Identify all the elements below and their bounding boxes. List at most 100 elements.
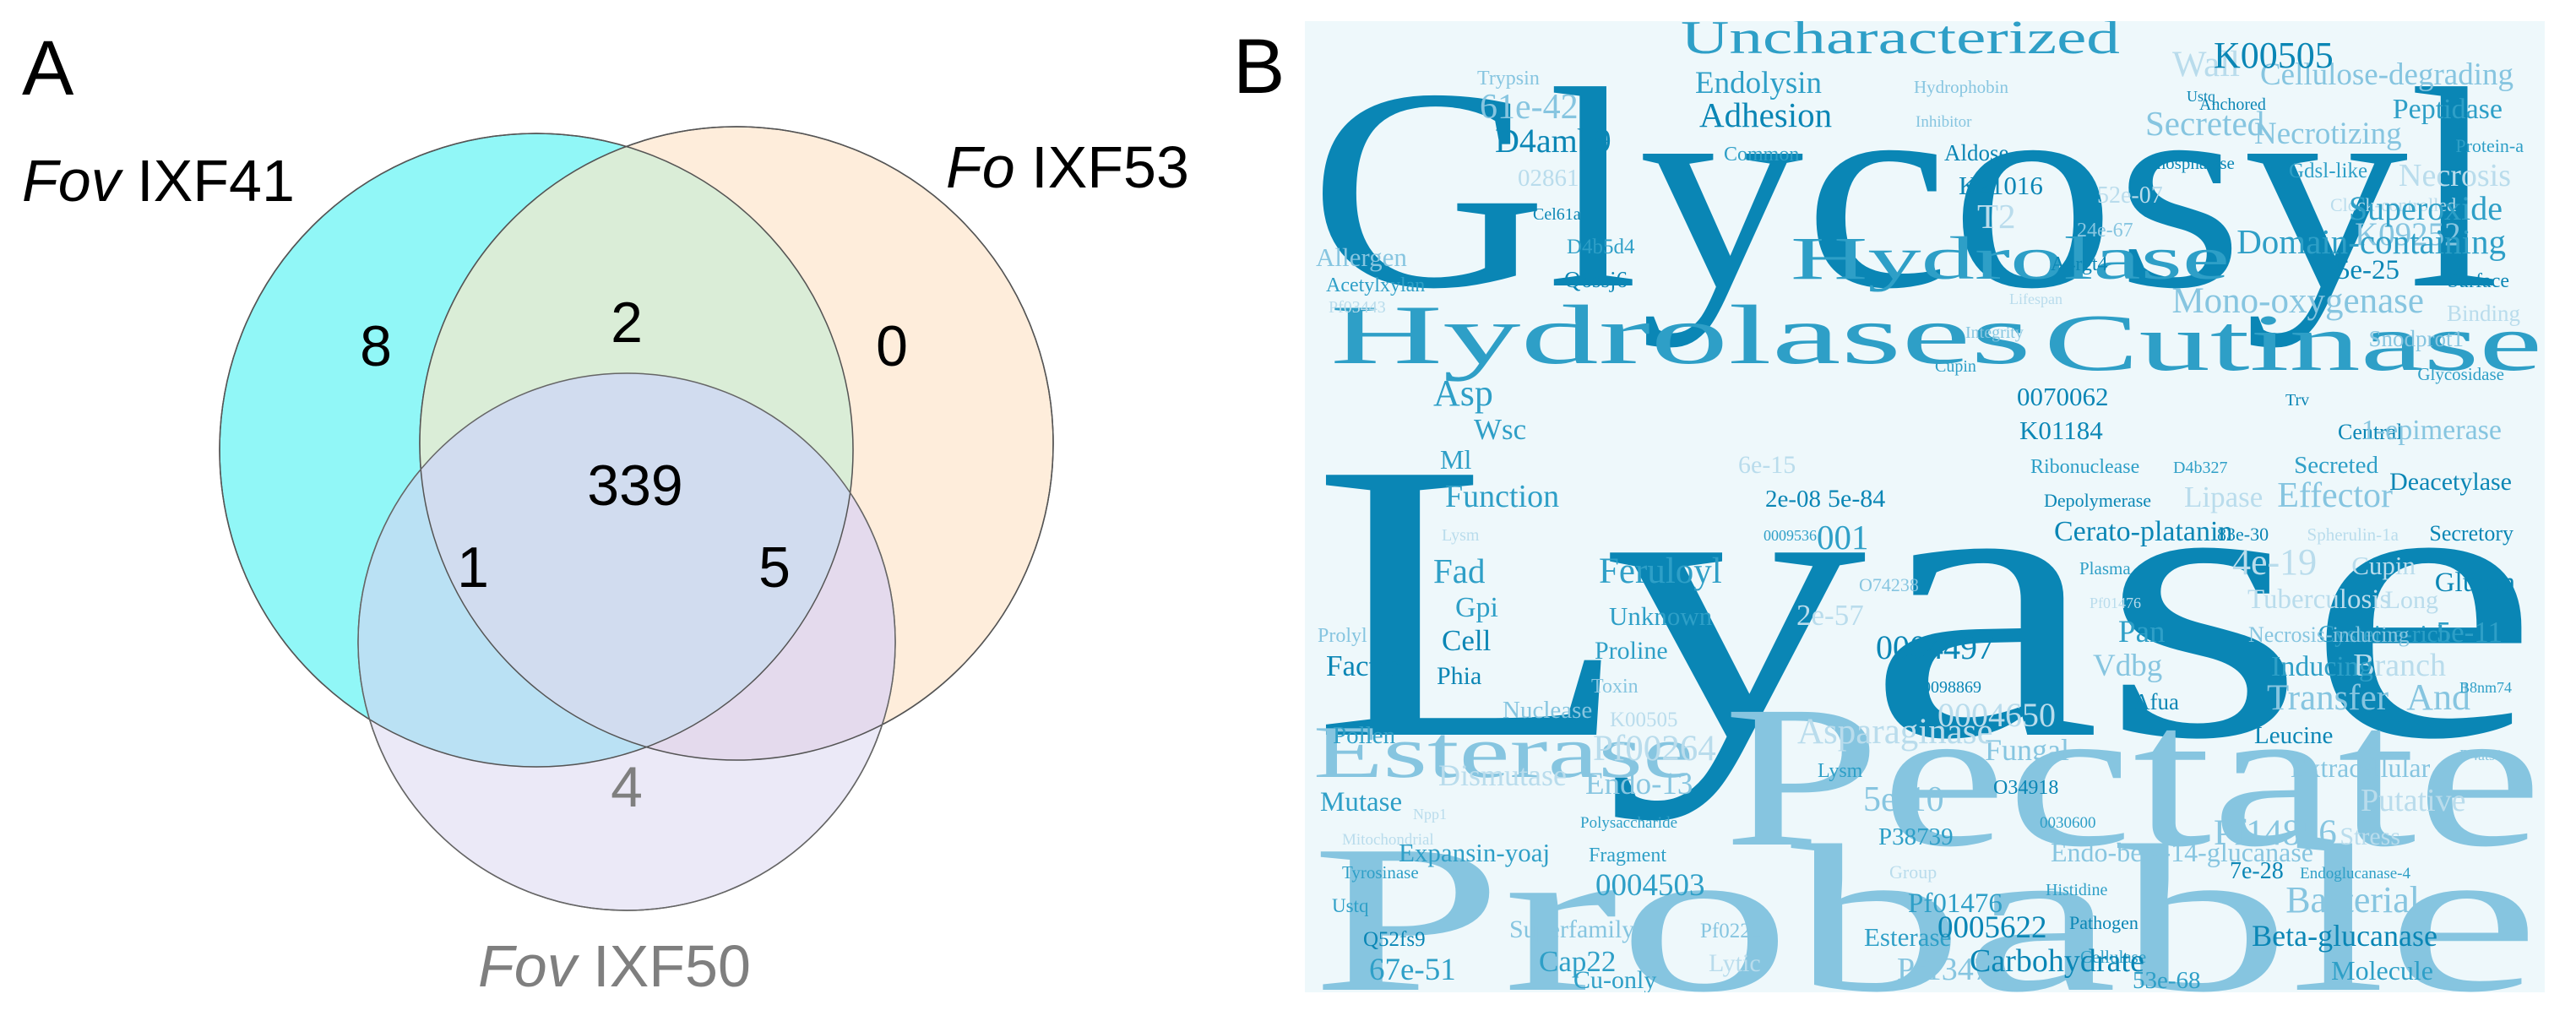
cloud-word: 0098869: [1922, 678, 1981, 697]
cloud-word: Asp: [1433, 372, 1493, 414]
cloud-word: Mutase: [1320, 787, 1402, 817]
cloud-word: Aldose: [1944, 140, 2009, 166]
cloud-word: Anchored: [2199, 95, 2266, 114]
cloud-word: Common: [1724, 144, 1799, 166]
cloud-word: Esterase: [1864, 922, 1951, 952]
cloud-word: Secreted: [2145, 104, 2264, 143]
cloud-word: Q6ssj6: [1564, 267, 1628, 292]
cloud-word: D4b5d4: [1567, 236, 1635, 258]
cloud-word: 02861: [1518, 165, 1579, 192]
cloud-word: 5e-25: [2336, 255, 2399, 285]
cloud-word: Transfer: [2267, 678, 2389, 718]
cloud-word: Putative: [2361, 783, 2466, 818]
cloud-word: Vdbg: [2093, 649, 2162, 683]
count-fo-ixf53-fov-ixf50: 5: [758, 535, 791, 600]
cloud-word: Wall: [2172, 45, 2240, 84]
cloud-word: 0005622: [1937, 910, 2047, 945]
cloud-word: Inducing: [2271, 651, 2373, 682]
cloud-word: Fad: [1433, 551, 1486, 590]
cloud-word: Q52fs9: [1363, 928, 1426, 951]
cloud-word: 6e-15: [1738, 451, 1796, 479]
cloud-word: Stress: [2340, 823, 2400, 850]
cloud-word: T2: [1977, 197, 2016, 236]
cloud-word: Pan: [2118, 615, 2166, 649]
cloud-word: Extracellular: [2291, 752, 2431, 783]
cloud-word: Carbohydrate: [1970, 943, 2144, 979]
cloud-word: K01184: [2019, 416, 2103, 445]
cloud-word: Necrosis-inducing: [2248, 622, 2410, 647]
cloud-word: 0004503: [1595, 868, 1705, 903]
cloud-word: Gdsl-like: [2289, 160, 2367, 182]
cloud-word: K21016: [1959, 171, 2043, 200]
cloud-word: Ribonuclease: [2030, 456, 2139, 478]
cloud-word: Superoxide: [2349, 189, 2503, 227]
cloud-word: 24e-67: [2077, 220, 2133, 242]
cloud-word: Domain-containing: [2236, 222, 2506, 261]
cloud-word: Peptidase: [2393, 94, 2503, 125]
cloud-word: Prolyl: [1318, 625, 1367, 647]
cloud-word: Cupin: [1935, 357, 1976, 376]
cloud-word: Pollen: [1333, 722, 1396, 749]
cloud-word: Group: [1889, 861, 1937, 883]
cloud-word: Afua: [2133, 689, 2179, 714]
cloud-word: Proline: [1595, 637, 1668, 665]
panel-b: B GlycosylLyasePectateProbableHydrolases…: [1233, 12, 2545, 1028]
set-label-fov-ixf41: Fov IXF41: [22, 148, 295, 214]
panel-a: A Fov IXF41: [22, 25, 1189, 999]
cloud-word: Dismutase: [1438, 758, 1567, 792]
cloud-word: Pf00264: [1593, 729, 1716, 769]
cloud-word: Snodprot1: [2368, 326, 2464, 351]
cloud-word: Superfamily: [1509, 915, 1634, 943]
cloud-word: Probable: [1311, 802, 2540, 1028]
cloud-word: 1-epimerase: [2361, 415, 2502, 446]
cloud-word: 7e-28: [2230, 858, 2284, 884]
cloud-word: Asparaginase: [1797, 712, 1993, 752]
cloud-word: Molecule: [2331, 955, 2433, 986]
cloud-word: Hydrolases: [1330, 288, 2031, 382]
cloud-word: Ml: [1440, 444, 1471, 475]
cloud-word: B8nm74: [2459, 679, 2512, 696]
cloud-word: 5e-10: [1863, 780, 1944, 819]
set-label-fov-ixf50: Fov IXF50: [478, 933, 751, 999]
cloud-word: Unknown: [1609, 601, 1713, 631]
cloud-word: 83e-30: [2217, 524, 2269, 545]
cloud-word: Binding: [2447, 301, 2520, 326]
cloud-word: 001: [1817, 518, 1869, 557]
cloud-word: Depolymerase: [2044, 490, 2151, 511]
cloud-word: Spherulin-1a: [2307, 524, 2399, 545]
cloud-word: Lytic: [1709, 949, 1761, 977]
cloud-word: Acetylxylan: [1326, 274, 1425, 296]
cloud-word: Necrosis: [2399, 158, 2511, 193]
cloud-word: 0004650: [1937, 696, 2056, 734]
cloud-word: Trypsin: [1477, 68, 1540, 90]
cloud-word: Uncharacterized: [1681, 12, 2120, 64]
cloud-word: Trv: [2285, 391, 2309, 410]
cloud-word: 53e-68: [2133, 967, 2201, 994]
cloud-word: Secreted: [2294, 452, 2378, 479]
cloud-word: 0030600: [2040, 814, 2096, 832]
cloud-word: Cell: [1442, 624, 1492, 657]
cloud-word: Histidine: [2046, 881, 2107, 899]
cloud-word: Tyrosinase: [1342, 862, 1419, 883]
count-only-fov-ixf41: 8: [360, 314, 392, 378]
cloud-word: Pf13472: [1897, 952, 2006, 987]
panel-a-label: A: [22, 25, 74, 111]
cloud-word: D4ats1: [2459, 747, 2503, 763]
cloud-word: Pf01476: [1908, 888, 2003, 919]
cloud-word: 61e-42: [1480, 88, 1579, 127]
cloud-word: Lifespan: [2009, 291, 2062, 307]
cloud-word: Endoglucanase-4: [2300, 865, 2410, 883]
cloud-word: K00505: [1610, 709, 1678, 731]
cloud-word: Protein-a: [2455, 135, 2524, 156]
cloud-word: Cutinase: [2044, 297, 2542, 388]
cloud-word: Function: [1445, 479, 1559, 514]
cloud-word: Leucine: [2254, 722, 2333, 749]
cloud-word: K09252: [2355, 216, 2461, 253]
cloud-word: Effector: [2277, 476, 2393, 515]
cloud-word: Bacterial: [2285, 879, 2420, 921]
cloud-word: 5e-84: [1828, 485, 1885, 513]
cloud-word: 0070062: [2017, 382, 2109, 411]
cloud-word: 5e-11: [2437, 616, 2503, 649]
